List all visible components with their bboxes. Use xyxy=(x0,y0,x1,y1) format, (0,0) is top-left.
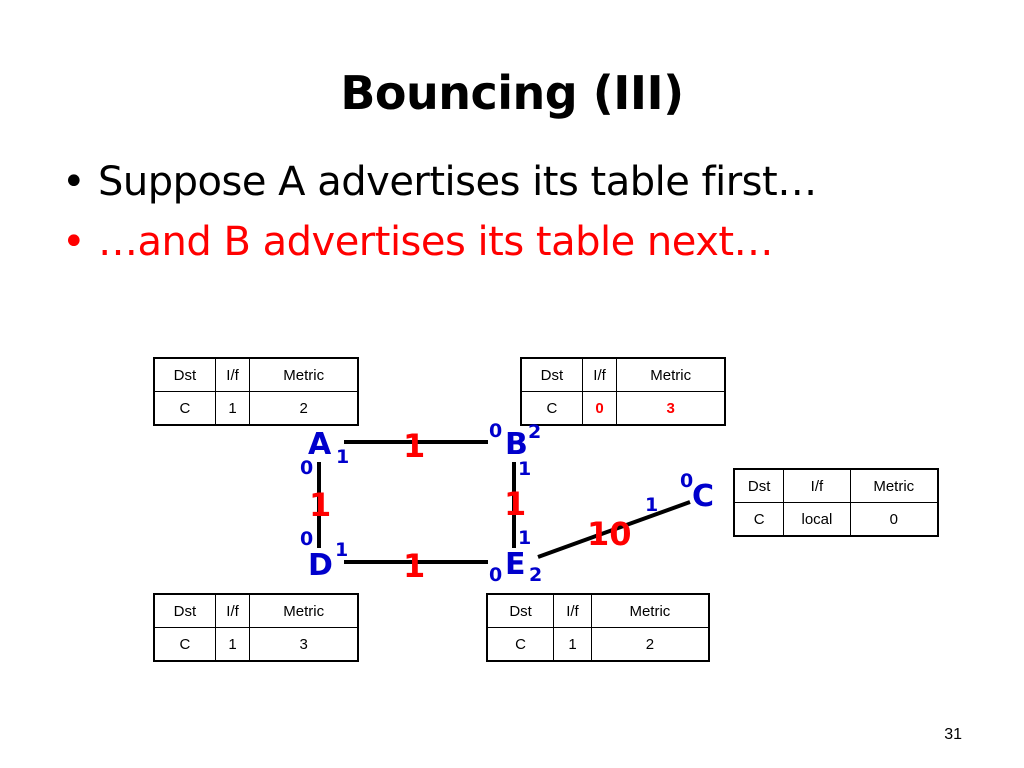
header-metric: Metric xyxy=(249,593,359,628)
header-if: I/f xyxy=(214,593,251,628)
port-e-right: 2 xyxy=(529,564,543,586)
table-header-row: Dst I/f Metric xyxy=(733,468,939,503)
routing-table-d: Dst I/f Metric C 1 3 xyxy=(153,593,359,662)
cost-b-e: 1 xyxy=(504,485,527,523)
routing-table-b: Dst I/f Metric C 0 3 xyxy=(520,357,726,426)
header-metric: Metric xyxy=(849,468,939,503)
cell-metric: 3 xyxy=(616,391,726,426)
routing-table-e: Dst I/f Metric C 1 2 xyxy=(486,593,710,662)
bullet-item: • …and B advertises its table next… xyxy=(62,212,817,272)
cost-a-d: 1 xyxy=(309,486,332,524)
cell-dst: C xyxy=(486,627,555,662)
port-a-right: 1 xyxy=(336,446,350,468)
table-header-row: Dst I/f Metric xyxy=(520,357,726,392)
bullet-dot: • xyxy=(62,219,86,265)
node-d: D xyxy=(308,548,333,583)
port-a-down: 0 xyxy=(300,457,314,479)
cell-metric: 2 xyxy=(590,627,710,662)
cell-if: 1 xyxy=(553,627,592,662)
header-metric: Metric xyxy=(249,357,359,392)
header-dst: Dst xyxy=(153,593,216,628)
bullet-item: • Suppose A advertises its table first… xyxy=(62,152,817,212)
header-dst: Dst xyxy=(520,357,583,392)
port-b-down: 1 xyxy=(518,458,532,480)
port-e-up: 1 xyxy=(518,527,532,549)
bullet-dot: • xyxy=(62,159,86,205)
bullet-list: • Suppose A advertises its table first… •… xyxy=(62,152,817,272)
cost-e-c: 10 xyxy=(587,515,632,553)
header-if: I/f xyxy=(783,468,851,503)
cell-if: local xyxy=(783,502,851,537)
cell-if: 0 xyxy=(581,391,618,426)
node-c: C xyxy=(692,479,715,514)
port-d-right: 1 xyxy=(335,539,349,561)
node-b: B xyxy=(505,427,528,462)
cell-dst: C xyxy=(153,627,216,662)
node-e: E xyxy=(505,547,526,582)
header-if: I/f xyxy=(214,357,251,392)
bullet-text: Suppose A advertises its table first… xyxy=(98,159,817,205)
node-a: A xyxy=(308,427,332,462)
table-row: C 1 2 xyxy=(153,391,359,426)
port-b-left: 0 xyxy=(489,420,503,442)
cell-metric: 3 xyxy=(249,627,359,662)
header-if: I/f xyxy=(553,593,592,628)
cell-if: 1 xyxy=(214,627,251,662)
cell-dst: C xyxy=(520,391,583,426)
table-row: C 1 3 xyxy=(153,627,359,662)
link-e-c xyxy=(537,500,691,559)
header-if: I/f xyxy=(581,357,618,392)
header-metric: Metric xyxy=(590,593,710,628)
port-c-top: 0 xyxy=(680,470,694,492)
cost-a-b: 1 xyxy=(403,427,426,465)
table-header-row: Dst I/f Metric xyxy=(153,593,359,628)
slide-title: Bouncing (III) xyxy=(340,66,684,120)
header-dst: Dst xyxy=(153,357,216,392)
table-header-row: Dst I/f Metric xyxy=(153,357,359,392)
cell-dst: C xyxy=(733,502,785,537)
cell-metric: 2 xyxy=(249,391,359,426)
port-d-up: 0 xyxy=(300,528,314,550)
table-row: C 1 2 xyxy=(486,627,710,662)
bullet-text: …and B advertises its table next… xyxy=(98,219,774,265)
routing-table-a: Dst I/f Metric C 1 2 xyxy=(153,357,359,426)
header-dst: Dst xyxy=(733,468,785,503)
port-c-left: 1 xyxy=(645,494,659,516)
table-row: C 0 3 xyxy=(520,391,726,426)
header-dst: Dst xyxy=(486,593,555,628)
page-number: 31 xyxy=(944,726,962,743)
cost-d-e: 1 xyxy=(403,547,426,585)
cell-metric: 0 xyxy=(849,502,939,537)
cell-if: 1 xyxy=(214,391,251,426)
header-metric: Metric xyxy=(616,357,726,392)
table-row: C local 0 xyxy=(733,502,939,537)
port-b-right: 2 xyxy=(528,421,542,443)
table-header-row: Dst I/f Metric xyxy=(486,593,710,628)
cell-dst: C xyxy=(153,391,216,426)
port-e-left: 0 xyxy=(489,564,503,586)
routing-table-c: Dst I/f Metric C local 0 xyxy=(733,468,939,537)
